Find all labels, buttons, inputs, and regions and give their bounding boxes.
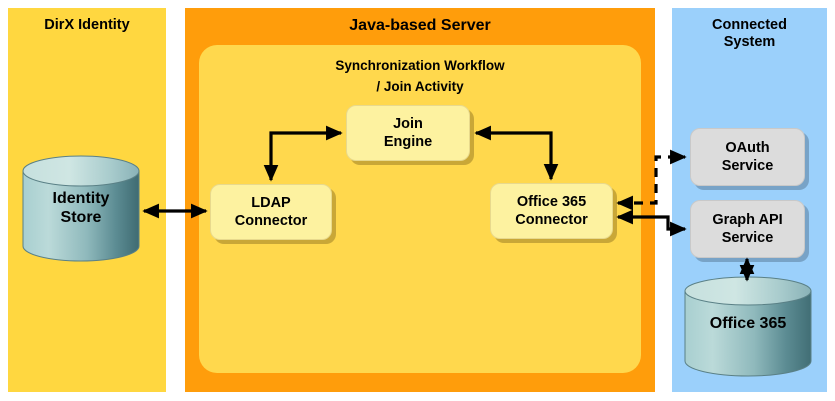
panel-java-based-server-title: Java-based Server (349, 17, 491, 34)
node-office365-connector[interactable]: Office 365 Connector (490, 183, 613, 239)
node-graph-api-service[interactable]: Graph API Service (690, 200, 805, 258)
node-join-engine[interactable]: Join Engine (346, 105, 470, 161)
node-office365-connector-label: Office 365 Connector (515, 194, 588, 228)
node-join-engine-label: Join Engine (383, 116, 433, 150)
panel-dirx-identity-title: DirX Identity (44, 17, 130, 33)
panel-connected-system-title: Connected System (712, 17, 787, 50)
node-graph-api-service-label: Graph API Service (712, 212, 783, 246)
node-oauth-service[interactable]: OAuth Service (690, 128, 805, 186)
node-ldap-connector[interactable]: LDAP Connector (210, 184, 332, 240)
office365-store-cylinder: Office 365 (684, 276, 812, 377)
identity-store-cylinder: Identity Store (22, 155, 140, 262)
synchronization-workflow-title: Synchronization Workflow / Join Activity (335, 58, 505, 94)
node-oauth-service-label: OAuth Service (721, 140, 774, 174)
node-ldap-connector-label: LDAP Connector (234, 195, 308, 229)
